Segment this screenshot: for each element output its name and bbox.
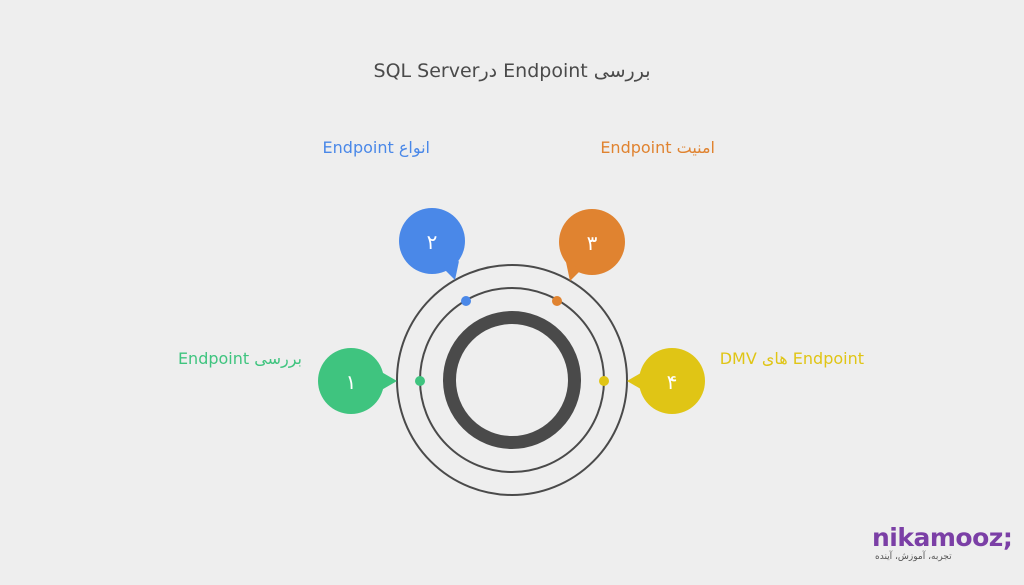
step-4-bubble: ۴ (627, 348, 705, 414)
step-1-bubble: ۱ (318, 348, 397, 414)
outer-orbit-ring (396, 264, 628, 496)
step-4-label: DMV های Endpoint (719, 349, 864, 368)
logo-wordmark: nikamooz; (872, 523, 1013, 552)
core-ring (443, 311, 581, 449)
step-3-bubble: ۳ (559, 209, 625, 281)
step-1-dot (415, 376, 425, 386)
diagram-title: بررسی Endpoint درSQL Server (373, 60, 651, 82)
step-4-number: ۴ (667, 370, 678, 394)
step-4-dot (599, 376, 609, 386)
logo-tagline: تجربه، آموزش، آینده (875, 552, 952, 562)
step-2-dot (461, 296, 471, 306)
step-3-dot (552, 296, 562, 306)
step-1-label: بررسی Endpoint (177, 349, 302, 368)
step-2-label: انواع Endpoint (322, 138, 430, 157)
nikamooz-logo: nikamooz; تجربه، آموزش، آینده (872, 523, 1013, 563)
step-2-number: ۲ (427, 230, 438, 254)
step-3-label: امنیت Endpoint (600, 138, 715, 157)
step-1-number: ۱ (346, 370, 357, 394)
step-3-number: ۳ (587, 231, 598, 255)
step-2-bubble: ۲ (399, 208, 465, 280)
